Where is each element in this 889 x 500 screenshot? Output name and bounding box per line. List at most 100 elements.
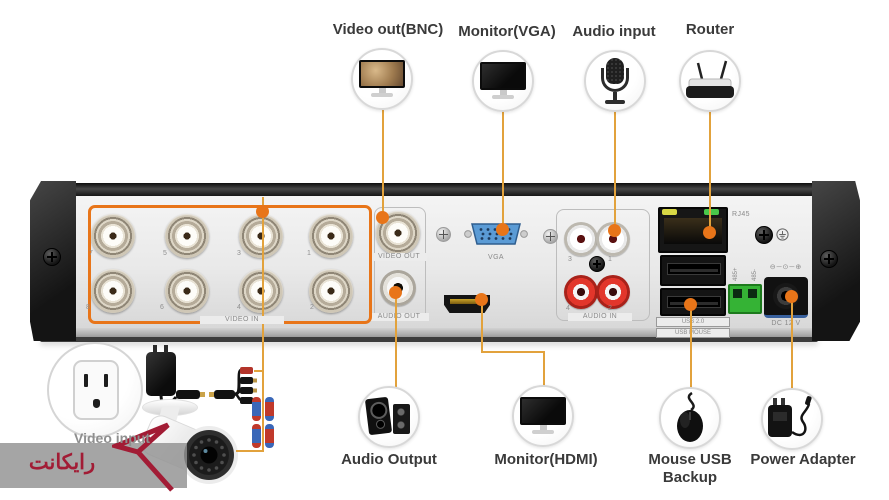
audio-in-number: 2 (608, 305, 612, 312)
bnc-coupler-pair (252, 424, 274, 448)
video-out-bnc-icon (351, 48, 413, 110)
panel-left-bracket (30, 181, 76, 341)
monitor-vga-icon (472, 50, 534, 112)
label-audio-output: Audio Output (341, 451, 437, 468)
wire-hdmi-1 (481, 301, 483, 352)
screw-icon (755, 226, 773, 244)
router-circle (679, 50, 741, 112)
power-adapter-icon (768, 396, 812, 437)
camera-lens (180, 426, 238, 484)
dot-router (703, 226, 716, 239)
outlet-slot (84, 374, 88, 387)
power-adapter-circle (761, 388, 823, 450)
label-mouse-usb-line2: Backup (662, 469, 718, 486)
rj45-led-green (704, 209, 719, 215)
bnc-number: 6 (160, 304, 164, 311)
audio-in-rca-3 (564, 222, 598, 256)
wire-vga (502, 112, 504, 228)
outlet-ground-hole (93, 399, 100, 408)
wire-video-out (382, 110, 384, 216)
dot-mouse (684, 298, 697, 311)
dc-polarity-symbol: ⊖─⊙─⊕ (769, 264, 803, 271)
label-monitor-hdmi: Monitor(HDMI) (494, 451, 598, 468)
outlet-slot (104, 374, 108, 387)
bnc-connector-7 (91, 214, 135, 258)
watermark-band (0, 443, 187, 488)
label-video-out-bnc: Video out(BNC) (332, 21, 444, 38)
vga-port (464, 223, 528, 245)
dot-hdmi (475, 293, 488, 306)
bnc-number: 7 (89, 250, 93, 257)
dot-vga (496, 223, 509, 236)
screw-icon (543, 229, 558, 244)
audio-in-rca-4 (564, 275, 598, 309)
bnc-connector-8 (91, 269, 135, 313)
power-outlet-icon (47, 342, 143, 438)
monitor-icon (480, 62, 526, 100)
rj45-led-yellow (662, 209, 677, 215)
bnc-connector-6 (165, 269, 209, 313)
bnc-number: 5 (163, 250, 167, 257)
audio-out-label: AUDIO OUT (369, 313, 429, 321)
rs485-plus-label: 485+ (733, 267, 739, 281)
label-mouse-usb: Mouse USB (648, 451, 732, 468)
monitor-hdmi-circle (512, 385, 574, 447)
panel-bottom-shade (44, 328, 814, 338)
bnc-connector-3 (239, 214, 283, 258)
rj45-label: RJ45 (732, 211, 750, 218)
audio-in-number: 3 (568, 256, 572, 263)
usb-mouse-label: USB MOUSE (656, 328, 730, 338)
vga-label: VGA (488, 254, 504, 261)
audio-in-number: 4 (566, 305, 570, 312)
cctv-camera-icon (138, 395, 270, 495)
dot-video-out (376, 211, 389, 224)
bnc-coupler-pair (252, 397, 274, 421)
video-out-label: VIDEO OUT (371, 253, 427, 261)
wire-router (709, 112, 711, 231)
bnc-number: 2 (310, 304, 314, 311)
monitor-with-picture-icon (359, 60, 405, 98)
label-video-input: Video input (74, 430, 150, 446)
label-power-adapter: Power Adapter (750, 451, 856, 468)
screw-icon (589, 256, 605, 272)
bnc-number: 1 (307, 250, 311, 257)
wire-power (791, 299, 793, 390)
router-icon (686, 60, 734, 98)
dot-power (785, 290, 798, 303)
dot-video-input (256, 205, 269, 218)
screw-icon (43, 248, 61, 266)
watermark-logo (112, 422, 174, 492)
screw-icon (436, 227, 451, 242)
bnc-number: 3 (237, 250, 241, 257)
screw-icon (820, 250, 838, 268)
bnc-connector-4 (239, 269, 283, 313)
audio-output-circle (358, 386, 420, 448)
outlet-face (73, 360, 119, 420)
bnc-number: 8 (86, 304, 90, 311)
audio-in-rca-2 (596, 275, 630, 309)
label-monitor-vga: Monitor(VGA) (458, 23, 556, 40)
monitor-icon (520, 397, 566, 435)
bnc-number: 4 (237, 304, 241, 311)
wire-video-input (262, 197, 264, 451)
wire-hdmi-2 (481, 351, 545, 353)
audio-in-label: AUDIO IN (568, 313, 632, 321)
dot-audio-output (389, 286, 402, 299)
bnc-connector-2 (309, 269, 353, 313)
panel-top-edge (44, 183, 814, 196)
wire-camera (236, 450, 264, 452)
panel-bottom-edge (40, 337, 818, 342)
bnc-connector-5 (165, 214, 209, 258)
camera-power-adapter-icon (146, 345, 176, 396)
audio-input-icon (584, 50, 646, 112)
wire-video-input-branch (254, 370, 264, 372)
usb-slot (667, 263, 721, 275)
mouse-circle (659, 387, 721, 449)
wire-hdmi-3 (543, 351, 545, 387)
wire-audio-output (395, 295, 397, 388)
usb-port-1 (660, 255, 726, 286)
audio-in-number: 1 (608, 256, 612, 263)
ground-symbol-icon (776, 228, 789, 241)
microphone-icon (600, 58, 630, 104)
